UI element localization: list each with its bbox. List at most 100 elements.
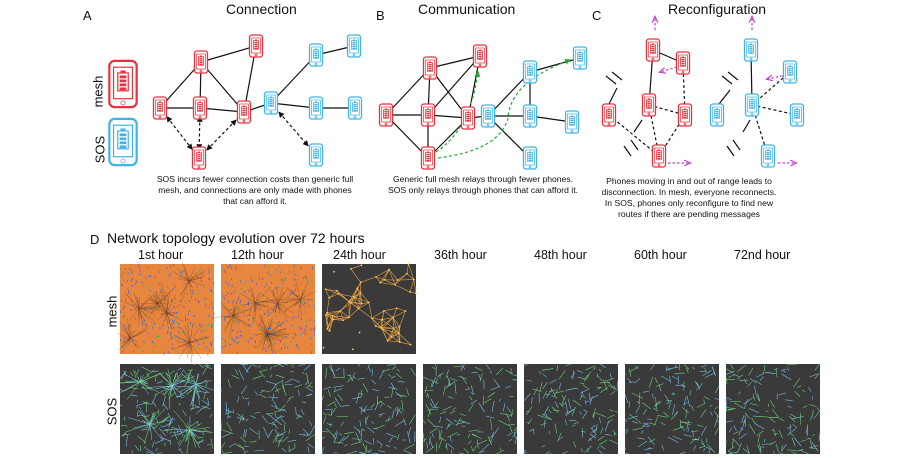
legend-sos-label: SOS [92, 135, 108, 164]
mesh-phone [677, 103, 693, 127]
mesh-phone [472, 44, 488, 68]
hour-label: 36th hour [434, 248, 487, 262]
connection-line [429, 55, 481, 69]
connection-line [608, 114, 660, 157]
mesh-phone [420, 103, 436, 127]
relay-path-sos [437, 58, 572, 159]
sos-phone [789, 103, 805, 127]
connection-cost-arrow [278, 111, 309, 147]
connection-line [608, 87, 618, 105]
broken-link-mark [726, 145, 735, 157]
sos-phone [522, 146, 538, 170]
sos-phone [522, 104, 538, 128]
connection-line [742, 119, 751, 133]
mesh-phone [236, 100, 252, 124]
movement-arrow [767, 74, 788, 79]
sos-phone [744, 93, 760, 117]
mesh-topology-snapshot [322, 263, 417, 354]
relay-path-mesh [435, 70, 481, 153]
panel-a-caption: SOS incurs fewer connection costs than g… [156, 174, 354, 206]
broken-link-mark [623, 145, 632, 157]
sos-phone [308, 43, 324, 67]
broken-link-mark [605, 75, 617, 85]
mesh-phone [378, 103, 394, 127]
panel-b-caption: Generic full mesh relays through fewer p… [388, 174, 578, 195]
sos-topology-snapshot [624, 363, 720, 455]
connection-line [200, 45, 257, 63]
mesh-topology-snapshot [117, 262, 215, 363]
legend-sos-phone [108, 117, 138, 167]
mesh-phone [645, 38, 661, 62]
sos-topology-snapshot [725, 363, 821, 455]
broken-link-mark [732, 139, 741, 151]
mesh-phone [460, 106, 476, 130]
sos-phone [347, 96, 363, 120]
mesh-phone [675, 51, 691, 75]
sos-topology-snapshot [119, 363, 215, 455]
sos-phone [782, 60, 798, 84]
sos-phone [308, 143, 324, 167]
hour-label: 12th hour [231, 248, 284, 262]
mesh-phone [192, 96, 208, 120]
sos-phone [522, 60, 538, 84]
panel-c-title: Reconfiguration [668, 1, 767, 17]
mesh-phone [641, 93, 657, 117]
connection-line [751, 104, 798, 116]
sos-topology-snapshot [523, 363, 619, 455]
mesh-phone [601, 103, 617, 127]
topology-grid [117, 262, 821, 455]
sos-phone [760, 144, 776, 168]
broken-link-mark [630, 139, 639, 151]
sos-phone [709, 103, 725, 127]
broken-link-mark [611, 71, 623, 81]
mesh-phone [193, 50, 209, 74]
legend-mesh-label: mesh [90, 75, 106, 108]
sos-phone [263, 91, 279, 115]
panel-c-letter: C [592, 8, 602, 23]
panel-b-title: Communication [418, 1, 516, 17]
hour-label: 60th hour [634, 248, 687, 262]
panel-d-title: Network topology evolution over 72 hours [107, 230, 365, 246]
hour-label: 1st hour [138, 248, 184, 262]
panel-c-caption: Phones moving in and out of range leads … [601, 176, 777, 219]
connection-line [427, 55, 481, 116]
row-label-sos: SOS [104, 397, 120, 426]
connection-line [529, 57, 581, 73]
sos-topology-snapshot [220, 363, 316, 455]
mesh-phone [422, 56, 438, 80]
sos-phone [346, 34, 362, 58]
sos-phone [480, 104, 496, 128]
row-label-mesh: mesh [104, 295, 120, 328]
schematic-layer [108, 17, 805, 170]
mesh-phone [651, 144, 667, 168]
broken-link-mark [721, 75, 733, 85]
sos-phone [743, 38, 759, 62]
connection-cost-arrow [206, 119, 237, 151]
sos-topology-snapshot [321, 363, 416, 455]
connection-line [633, 119, 643, 133]
connection-line [199, 107, 245, 113]
mesh-topology-snapshot [212, 264, 318, 354]
hour-label: 24th hour [333, 248, 386, 262]
sos-phone [572, 46, 588, 70]
hour-label: 48th hour [534, 248, 587, 262]
connection-line [385, 67, 431, 116]
connection-line [270, 102, 317, 109]
mesh-phone [420, 146, 436, 170]
panel-d-letter: D [90, 232, 100, 247]
panel-a-letter: A [83, 8, 92, 23]
connection-cost-arrow [166, 116, 193, 150]
sos-phone [308, 96, 324, 120]
connection-line [200, 61, 245, 113]
broken-link-mark [727, 71, 739, 81]
panel-a-title: Connection [226, 1, 297, 17]
connection-line [718, 89, 731, 105]
mesh-phone [248, 34, 264, 58]
sos-phone [564, 110, 580, 134]
legend-mesh-phone [108, 59, 138, 109]
mesh-phone [191, 146, 207, 170]
mesh-phone [152, 96, 168, 120]
movement-arrow [660, 66, 678, 72]
connection-line [270, 54, 317, 104]
